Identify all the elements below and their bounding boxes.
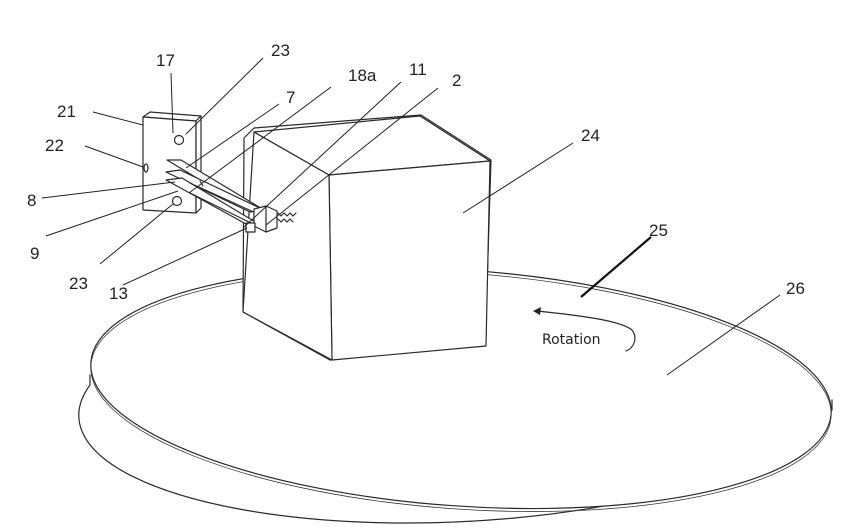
leader-13 [123,228,247,285]
label-23-top: 23 [271,41,290,60]
leader-21 [93,112,143,125]
label-8: 8 [27,191,36,210]
label-11: 11 [409,60,427,79]
label-18a: 18a [348,66,377,85]
label-25: 25 [649,221,668,240]
label-22: 22 [45,136,64,155]
label-7: 7 [286,88,295,107]
object-cube [243,115,491,360]
label-17: 17 [156,51,175,70]
leader-22 [85,146,143,167]
label-9: 9 [30,244,39,263]
label-24: 24 [581,126,600,145]
label-2: 2 [452,71,461,90]
label-26: 26 [786,279,805,298]
leader-9 [46,191,178,236]
leader-25 [581,237,651,297]
label-13: 13 [109,284,128,303]
label-23-bottom: 23 [69,274,88,293]
rotation-label: Rotation [542,332,601,348]
label-21: 21 [57,102,76,121]
leader-23-bottom [100,204,173,264]
